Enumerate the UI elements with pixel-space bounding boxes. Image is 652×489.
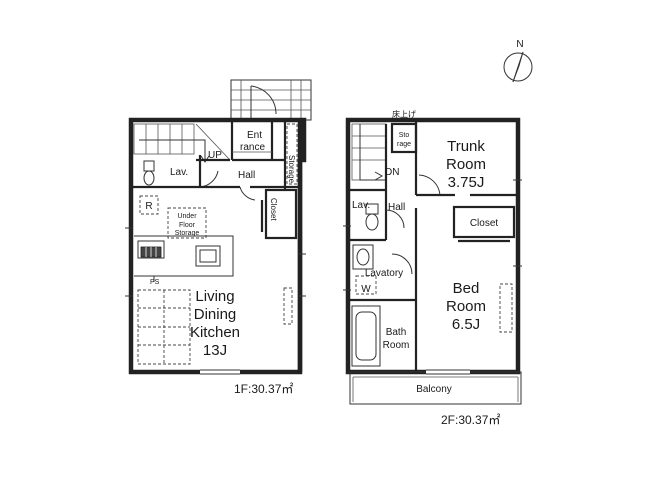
trunk-label-3: 3.75J bbox=[448, 174, 485, 191]
wash-basin-icon bbox=[352, 244, 374, 270]
underfloor-storage-box bbox=[167, 207, 207, 239]
f1-r-label: R bbox=[145, 201, 152, 212]
bed-label-2: Room bbox=[446, 298, 486, 315]
floor-1: Ent rance Storage UP Hall Lav. Closet R … bbox=[125, 79, 312, 396]
trunk-label-1: Trunk bbox=[447, 138, 485, 155]
floor1-stairs bbox=[133, 123, 231, 163]
balcony-label: Balcony bbox=[416, 384, 452, 395]
ldk-label-1: Living bbox=[195, 288, 234, 305]
lav-door-swing bbox=[199, 170, 219, 188]
washer-space bbox=[355, 275, 377, 295]
f2-dn-label: DN bbox=[385, 167, 399, 178]
f1-lav-label: Lav. bbox=[170, 167, 188, 178]
f2-storage-label-2: rage bbox=[397, 141, 411, 148]
ldk-label-2: Dining bbox=[194, 306, 237, 323]
f2-lav-toilet-icon bbox=[365, 203, 379, 231]
f1-ps-label: PS bbox=[150, 279, 160, 286]
floor2-area-label: 2F:30.37㎡ bbox=[441, 413, 500, 427]
kitchen-counter bbox=[134, 235, 234, 282]
floor-2: 床上げ Sto rage Trunk Room 3.75J DN Lav. Ha… bbox=[343, 109, 522, 427]
floor2-stairs bbox=[351, 123, 387, 181]
f1-storage-label: Storage bbox=[287, 155, 296, 184]
f1-underfloor-label-1: Under bbox=[177, 213, 197, 220]
f1-underfloor-label-3: Storage bbox=[175, 230, 200, 237]
bath-label-2: Room bbox=[383, 340, 410, 351]
f1-closet-label: Closet bbox=[269, 198, 278, 221]
bath-label-1: Bath bbox=[386, 327, 407, 338]
lavatory-label: Lavatory bbox=[365, 268, 403, 279]
f2-lav-label: Lav. bbox=[352, 200, 370, 211]
f1-entrance-label-1: Ent bbox=[247, 130, 262, 141]
trunk-door-swing bbox=[418, 174, 441, 196]
ldk-label-3: Kitchen bbox=[190, 324, 240, 341]
sink-icon bbox=[195, 245, 221, 267]
f2-storage-label-1: Sto bbox=[399, 132, 410, 139]
hall-door-swing bbox=[239, 186, 256, 201]
ldk-label-4: 13J bbox=[203, 342, 227, 359]
f1-entrance-label-2: rance bbox=[240, 142, 265, 153]
f2-closet-label: Closet bbox=[470, 218, 499, 229]
r-hatch bbox=[139, 195, 159, 215]
f2-lav-door-swing bbox=[385, 209, 405, 229]
ldk-floor-pattern bbox=[137, 289, 191, 365]
bed-window-detail bbox=[499, 283, 513, 333]
compass-label: N bbox=[516, 39, 523, 50]
washer-w-label: W bbox=[361, 284, 371, 295]
stove-icon bbox=[140, 246, 162, 258]
f1-underfloor-label-2: Floor bbox=[179, 222, 196, 229]
f1-hall-label: Hall bbox=[238, 170, 255, 181]
lav-toilet-icon bbox=[143, 160, 155, 186]
floor1-area-label: 1F:30.37㎡ bbox=[234, 382, 293, 396]
f2-yukaage-label: 床上げ bbox=[392, 109, 416, 119]
f2-hall-label: Hall bbox=[388, 202, 405, 213]
bed-label-1: Bed bbox=[453, 280, 480, 297]
f1-up-label: UP bbox=[208, 150, 222, 161]
entrance-door-swing bbox=[250, 85, 277, 115]
porch-tiles bbox=[230, 79, 312, 121]
trunk-label-2: Room bbox=[446, 156, 486, 173]
compass: N bbox=[503, 39, 533, 83]
bed-label-3: 6.5J bbox=[452, 316, 480, 333]
